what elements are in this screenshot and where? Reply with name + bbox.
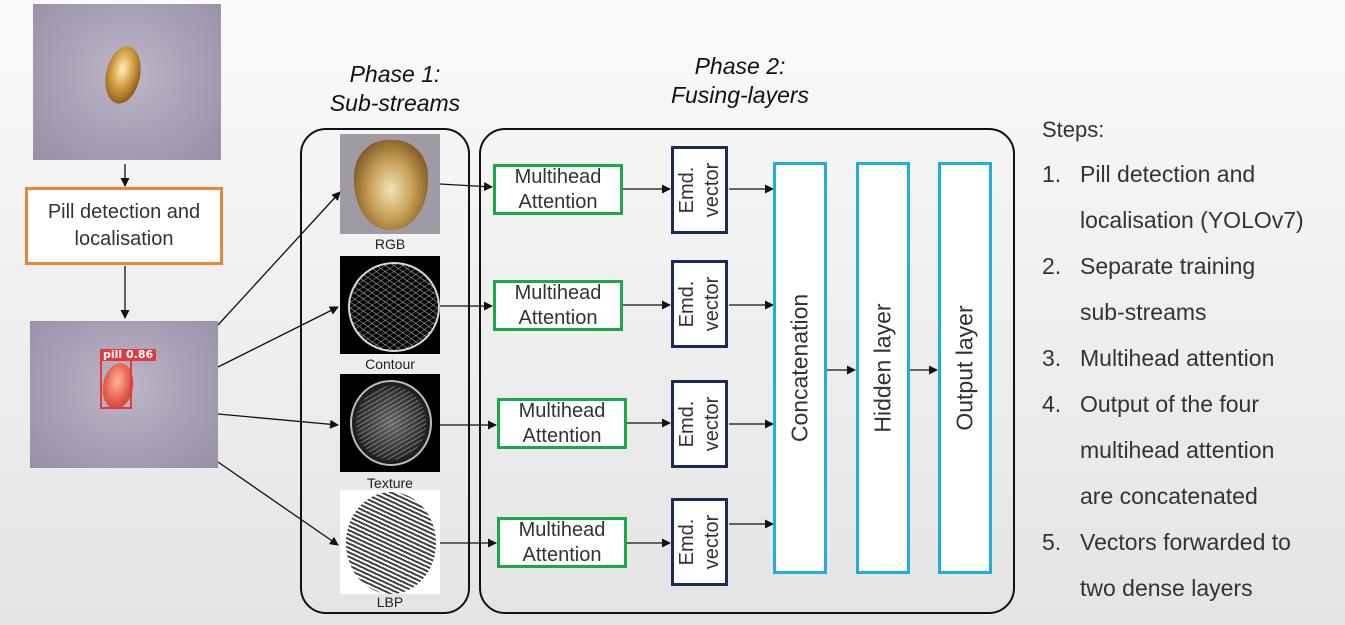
embedding-vector-label-2: Emd. vector (675, 276, 723, 332)
rgb-pill-image (354, 140, 428, 230)
embedding-vector-box-3: Emd. vector (671, 380, 728, 468)
hidden-layer-label: Hidden layer (869, 303, 896, 433)
texture-caption: Texture (367, 475, 413, 491)
texture-pill-image (350, 380, 432, 466)
phase2-container (479, 128, 1015, 614)
step-3-text: Multihead attention (1080, 345, 1275, 371)
detection-confidence-label: pill 0.86 (100, 349, 157, 361)
arrow-to-texture (217, 413, 339, 429)
arrow-to-contour (217, 306, 339, 368)
multihead-attention-box-1: Multihead Attention (493, 164, 623, 215)
embedding-vector-label-3: Emd. vector (675, 396, 723, 452)
step-5-text: Vectors forwarded to two dense layers (1080, 529, 1291, 601)
lbp-thumbnail (340, 490, 440, 594)
step-3-number: 3. (1042, 345, 1062, 371)
pill-image (100, 43, 146, 107)
step-4-text: Output of the four multihead attention a… (1080, 391, 1275, 509)
phase2-title: Phase 2: Fusing-layers (670, 53, 810, 108)
contour-pill-image (348, 262, 440, 352)
phase1-container (300, 128, 470, 614)
multihead-attention-box-3: Multihead Attention (497, 398, 627, 449)
texture-thumbnail (340, 374, 440, 472)
step-5-number: 5. (1042, 529, 1062, 555)
multihead-attention-box-2: Multihead Attention (493, 280, 623, 331)
embedding-vector-label-4: Emd. vector (675, 514, 723, 570)
arrow-to-rgb (217, 191, 341, 326)
embedding-vector-label-1: Emd. vector (675, 162, 723, 218)
multihead-attention-box-4: Multihead Attention (497, 517, 627, 568)
step-1-text: Pill detection and localisation (YOLOv7) (1080, 161, 1304, 233)
lbp-caption: LBP (376, 594, 404, 610)
steps-title: Steps: (1042, 117, 1105, 142)
concatenation-label: Concatenation (786, 293, 813, 443)
lbp-pill-image (346, 492, 436, 594)
embedding-vector-box-4: Emd. vector (671, 498, 728, 586)
rgb-thumbnail (340, 134, 440, 234)
hidden-layer: Hidden layer (856, 162, 910, 574)
output-layer: Output layer (938, 162, 992, 574)
arrow-rgb-to-att (439, 182, 493, 192)
input-pill-photo (33, 4, 221, 160)
output-layer-label: Output layer (951, 305, 978, 431)
step-2-text: Separate training sub-streams (1080, 253, 1256, 325)
rgb-caption: RGB (374, 236, 406, 252)
step-2-number: 2. (1042, 253, 1062, 279)
step-4-number: 4. (1042, 391, 1062, 417)
step-1-number: 1. (1042, 161, 1062, 187)
detection-bounding-box (100, 359, 132, 409)
contour-thumbnail (340, 256, 440, 354)
detection-result-photo: pill 0.86 (30, 321, 218, 468)
embedding-vector-box-2: Emd. vector (671, 260, 728, 348)
arrow-to-lbp (217, 461, 339, 546)
pill-detection-box: Pill detection and localisation (25, 187, 223, 265)
contour-caption: Contour (365, 356, 415, 372)
embedding-vector-box-1: Emd. vector (671, 146, 728, 234)
phase1-title: Phase 1: Sub-streams (329, 61, 461, 116)
concatenation-layer: Concatenation (773, 162, 827, 574)
